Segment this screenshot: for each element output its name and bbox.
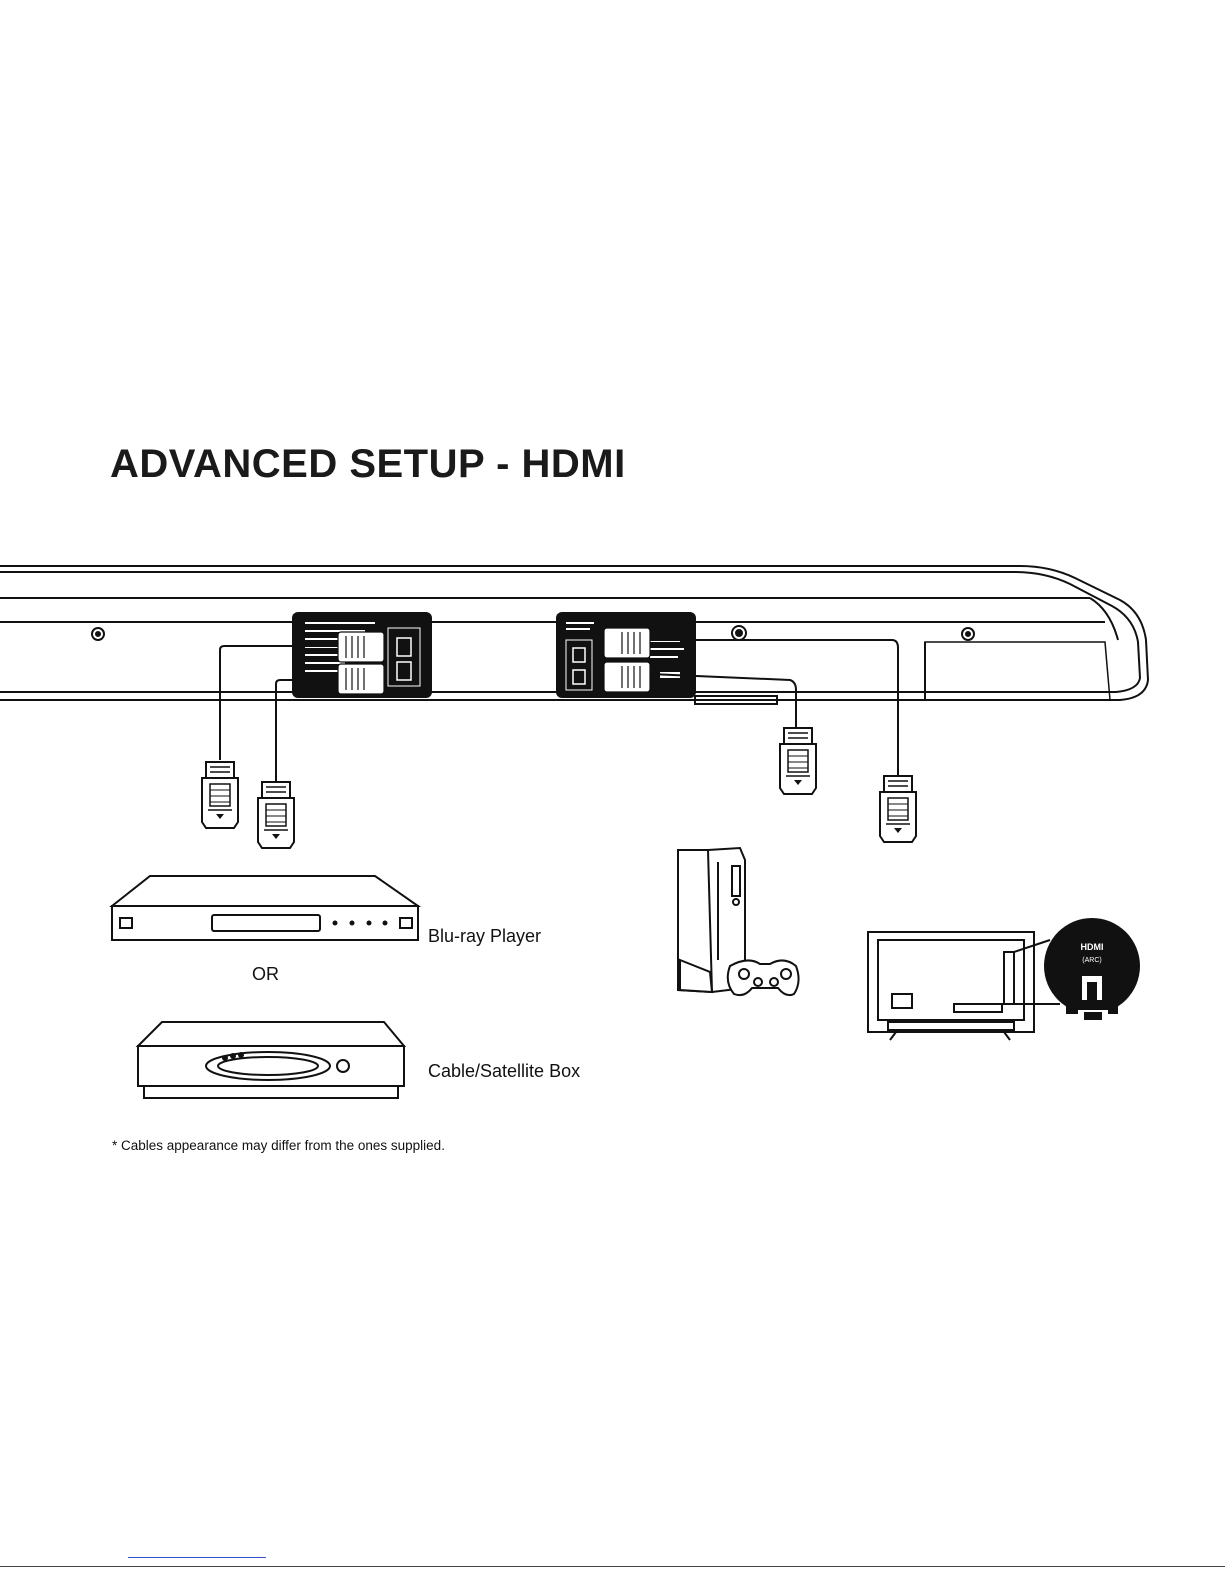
right-port-panel: [556, 612, 777, 704]
tv-illustration: [868, 932, 1060, 1040]
bluray-label: Blu-ray Player: [428, 926, 541, 947]
hdmi-plug-1: [202, 762, 238, 828]
page-bottom-rule: [0, 1566, 1225, 1567]
tv-port-sublabel: (ARC): [1082, 957, 1101, 964]
footnote: * Cables appearance may differ from the …: [112, 1138, 445, 1153]
bluray-player-illustration: [112, 876, 418, 940]
hdmi-plug-4: [880, 776, 916, 842]
left-port-panel: [292, 612, 432, 698]
cable-box-illustration: [138, 1022, 404, 1098]
link-underline: [128, 1557, 266, 1558]
hdmi-plug-2: [258, 782, 294, 848]
or-label: OR: [252, 964, 279, 985]
hdmi-plug-3: [780, 728, 816, 794]
game-console-illustration: [678, 848, 799, 995]
cable-box-label: Cable/Satellite Box: [428, 1061, 580, 1082]
tv-port-label: HDMI: [1081, 942, 1104, 952]
soundbar-screws: [92, 626, 974, 640]
